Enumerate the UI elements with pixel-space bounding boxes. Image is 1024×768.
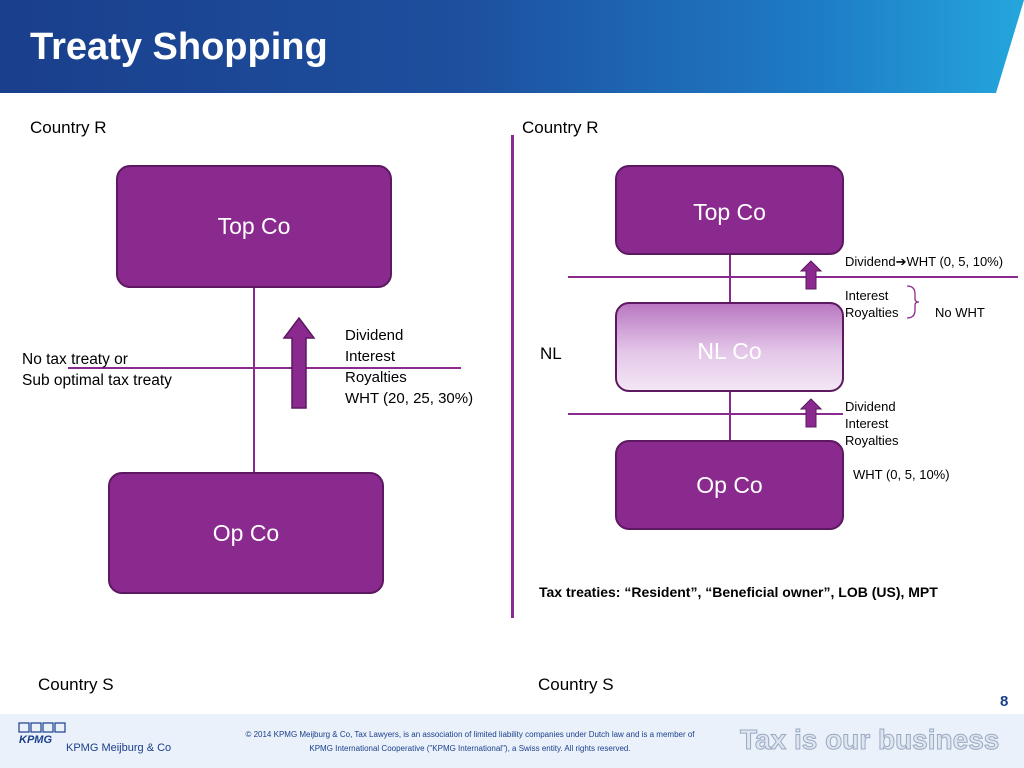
right-border-line-lower — [568, 413, 843, 415]
right-op-co-box: Op Co — [615, 440, 844, 530]
right-no-wht: No WHT — [935, 305, 985, 320]
right-upper-dividend: Dividend➔WHT (0, 5, 10%) — [845, 254, 1004, 269]
right-lower-interest: Interest — [845, 416, 889, 431]
right-lower-wht: WHT (0, 5, 10%) — [853, 467, 950, 482]
copyright-line-2: KPMG International Cooperative ("KPMG In… — [309, 744, 631, 753]
left-op-co-label: Op Co — [212, 519, 280, 546]
left-top-co-box: Top Co — [116, 165, 392, 288]
left-top-co-label: Top Co — [217, 213, 291, 239]
page-number: 8 — [1000, 693, 1009, 710]
copyright-line-1: © 2014 KPMG Meijburg & Co, Tax Lawyers, … — [245, 730, 695, 739]
slide-title: Treaty Shopping — [30, 26, 328, 68]
left-flow-dividend: Dividend — [345, 327, 404, 344]
right-top-co-label: Top Co — [693, 199, 766, 225]
right-vertical-connector-upper — [729, 255, 731, 303]
tagline: Tax is our business — [739, 724, 1000, 756]
right-vertical-connector-lower — [729, 392, 731, 440]
copyright-notice: © 2014 KPMG Meijburg & Co, Tax Lawyers, … — [200, 728, 740, 756]
right-lower-royalties: Royalties — [845, 433, 899, 448]
arrow-right-icon: ➔ — [895, 254, 907, 269]
left-flow-wht: WHT (20, 25, 30%) — [345, 390, 474, 407]
left-country-r-label: Country R — [30, 118, 107, 137]
left-treaty-note-2: Sub optimal tax treaty — [22, 372, 172, 389]
center-divider — [511, 135, 514, 618]
left-flow-interest: Interest — [345, 348, 396, 365]
right-op-co-label: Op Co — [696, 471, 763, 498]
right-lower-dividend: Dividend — [845, 399, 896, 414]
left-treaty-note-1: No tax treaty or — [22, 351, 128, 368]
right-upper-royalties: Royalties — [845, 305, 899, 320]
left-flow-royalties: Royalties — [345, 369, 407, 386]
right-upper-interest: Interest — [845, 288, 889, 303]
right-border-line-upper — [568, 276, 1018, 278]
right-nl-label: NL — [540, 344, 562, 363]
right-bracket-icon — [906, 285, 920, 319]
right-upper-arrow-icon — [800, 260, 822, 290]
footer-bar — [0, 714, 1024, 768]
left-op-co-box: Op Co — [108, 472, 384, 594]
kpmg-logo-icon: KPMG — [18, 722, 66, 744]
right-treaties-note: Tax treaties: “Resident”, “Beneficial ow… — [539, 584, 938, 600]
right-lower-arrow-icon — [800, 398, 822, 428]
brand-name: KPMG Meijburg & Co — [66, 742, 172, 754]
left-border-line — [68, 367, 461, 369]
left-vertical-connector — [253, 288, 255, 473]
svg-text:KPMG: KPMG — [19, 734, 52, 744]
header-banner — [0, 0, 1024, 93]
right-nl-co-label: NL Co — [697, 338, 762, 364]
left-country-s-label: Country S — [38, 675, 114, 694]
right-nl-co-box: NL Co — [615, 302, 844, 392]
right-top-co-box: Top Co — [615, 165, 844, 255]
left-up-arrow-icon — [282, 316, 316, 409]
right-country-s-label: Country S — [538, 675, 614, 694]
right-country-r-label: Country R — [522, 118, 599, 137]
